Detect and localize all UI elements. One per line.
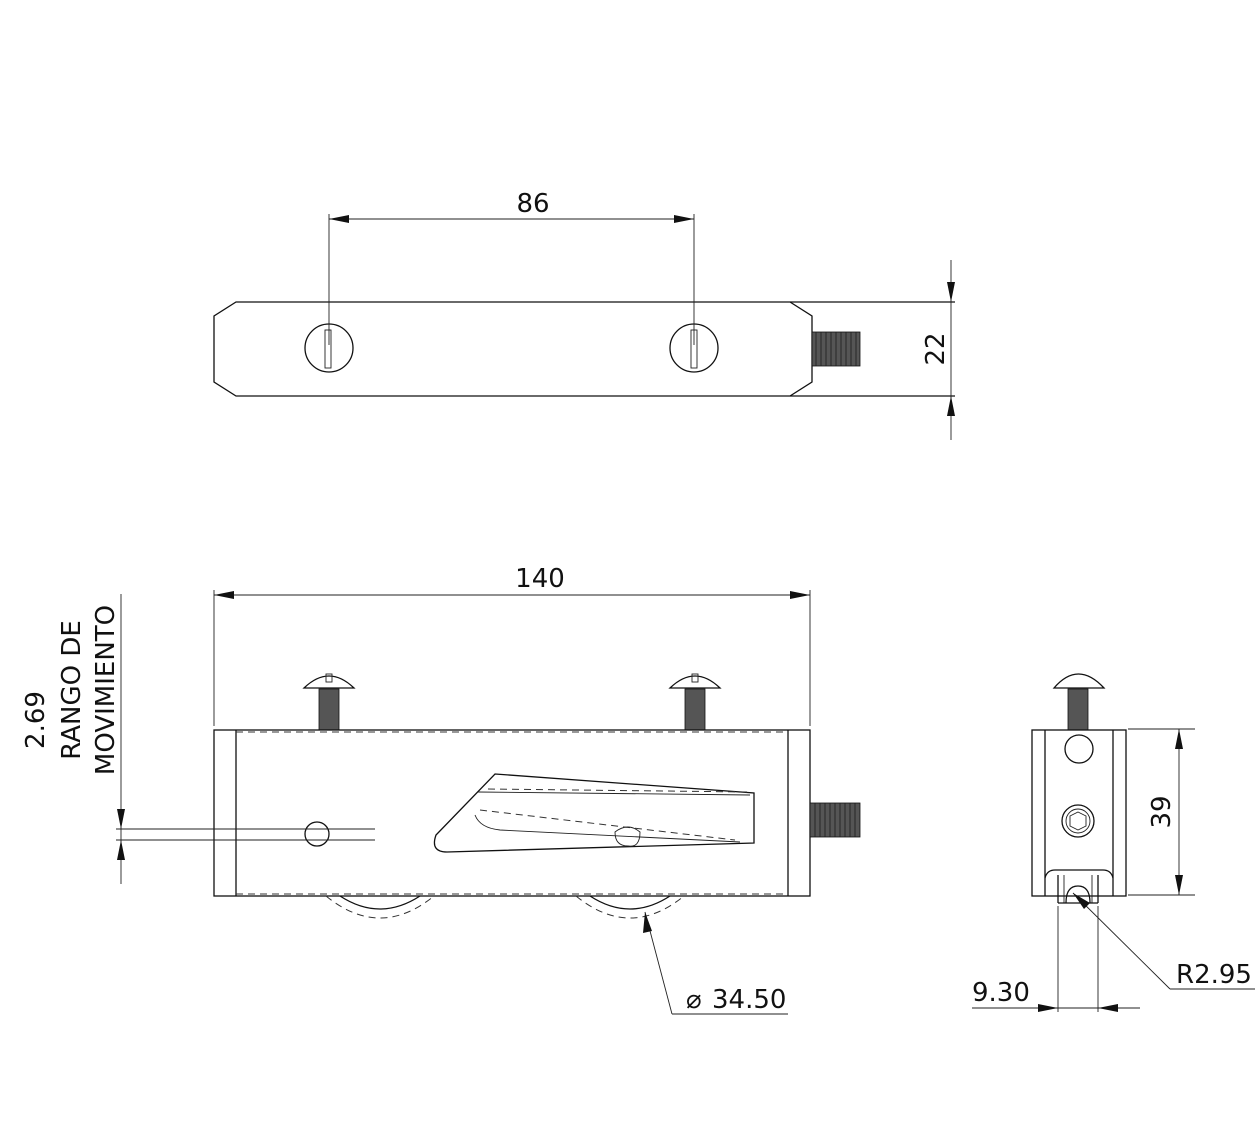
- dim-groove-width: 9.30: [972, 978, 1030, 1008]
- range-value: 2.69: [21, 691, 51, 749]
- diameter-symbol: ⌀: [686, 985, 702, 1015]
- wheel-diameter: 34.50: [712, 985, 786, 1015]
- range-label-line1: RANGO DE: [57, 620, 87, 760]
- dimension-86: 86: [328, 189, 695, 345]
- range-label-line2: MOVIMIENTO: [91, 605, 121, 775]
- top-plate: [213, 301, 813, 397]
- screw-right: [668, 673, 722, 731]
- dim-radius-value: R2.95: [1176, 960, 1252, 990]
- screw-left: [302, 673, 356, 731]
- adjustment-lever: [433, 773, 755, 853]
- threaded-stud-front: [809, 802, 861, 838]
- dim-top-height: 22: [921, 332, 951, 365]
- side-body: [1031, 729, 1127, 897]
- dimension-39: 39: [1128, 728, 1195, 896]
- dimension-22: 22: [921, 260, 955, 440]
- carriage-body: [213, 729, 811, 897]
- front-view: 140: [21, 564, 861, 1015]
- dimension-range: 2.69 RANGO DE MOVIMIENTO: [21, 594, 375, 884]
- dim-side-height: 39: [1147, 795, 1177, 828]
- dimension-140: 140: [213, 564, 811, 726]
- dimension-radius: R2.95: [1072, 892, 1255, 990]
- hex-socket-screw: [1061, 804, 1095, 838]
- wheel-right: [575, 895, 685, 919]
- dimension-diameter: ⌀ 34.50: [643, 911, 788, 1015]
- dim-length: 140: [515, 564, 565, 594]
- adjust-hole: [304, 821, 330, 847]
- wheel-left: [325, 895, 435, 919]
- dim-hole-spacing: 86: [516, 189, 549, 219]
- threaded-stud-top: [811, 331, 861, 367]
- top-view: 86 22: [213, 189, 955, 440]
- side-view: 39 9.30 R2.95: [972, 673, 1255, 1012]
- dimension-9-30: 9.30: [972, 906, 1140, 1012]
